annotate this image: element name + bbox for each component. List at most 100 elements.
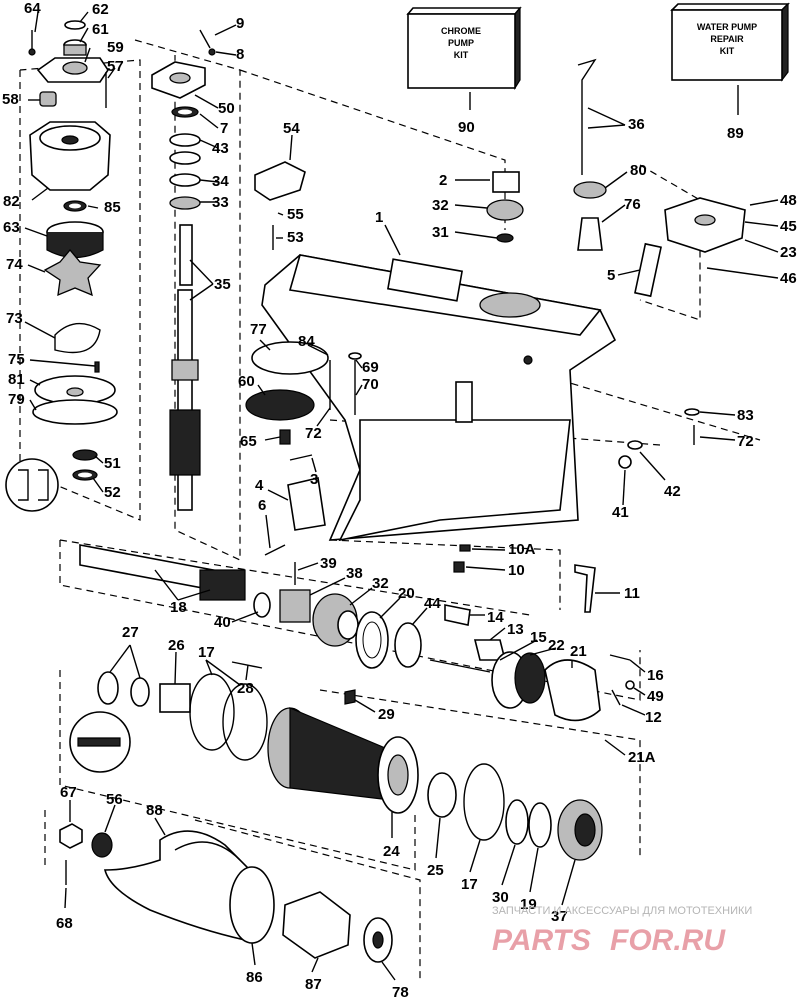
callout-20: 20 xyxy=(398,585,415,602)
callout-35: 35 xyxy=(214,276,231,293)
callout-25: 25 xyxy=(427,862,444,879)
callout-76: 76 xyxy=(624,196,641,213)
callout-34: 34 xyxy=(212,173,229,190)
watermark: ЗАПЧАСТИ И АКСЕССУАРЫ ДЛЯ МОТОТЕХНИКИ PA… xyxy=(492,905,752,957)
upper-misc-parts xyxy=(245,58,746,613)
chrome-kit-line-2: PUMP xyxy=(448,38,474,48)
watermark-brand-parts: PARTS xyxy=(492,924,591,957)
callout-82: 82 xyxy=(3,193,20,210)
callout-68: 68 xyxy=(56,915,73,932)
callout-9: 9 xyxy=(236,15,244,32)
callout-38: 38 xyxy=(346,565,363,582)
watermark-brand-for: FOR.RU xyxy=(610,924,726,957)
callout-31: 31 xyxy=(432,224,449,241)
callout-52: 52 xyxy=(104,484,121,501)
callout-55: 55 xyxy=(287,206,304,223)
callout-60: 60 xyxy=(238,373,255,390)
callout-69: 69 xyxy=(362,359,379,376)
leader-lines xyxy=(24,11,779,981)
callout-10a: 10A xyxy=(508,541,536,558)
callout-14: 14 xyxy=(487,609,504,626)
chrome-kit-line-3: KIT xyxy=(454,50,469,60)
callout-49: 49 xyxy=(647,688,664,705)
callout-79: 79 xyxy=(8,391,25,408)
callout-65: 65 xyxy=(240,433,257,450)
callout-36: 36 xyxy=(628,116,645,133)
chrome-kit-line-1: CHROME xyxy=(441,26,481,36)
callout-61: 61 xyxy=(92,21,109,38)
callout-80: 80 xyxy=(630,162,647,179)
callout-21: 21 xyxy=(570,643,587,660)
callout-58: 58 xyxy=(2,91,19,108)
water-kit-line-3: KIT xyxy=(720,46,735,56)
callout-28: 28 xyxy=(237,680,254,697)
callout-13: 13 xyxy=(507,621,524,638)
callout-53: 53 xyxy=(287,229,304,246)
callout-11: 11 xyxy=(624,585,640,602)
callout-45: 45 xyxy=(780,218,797,235)
callout-75: 75 xyxy=(8,351,25,368)
callout-10: 10 xyxy=(508,562,525,579)
callout-86: 86 xyxy=(246,969,263,986)
water-pump-repair-kit-box: WATER PUMP REPAIR KIT xyxy=(670,2,790,82)
callout-40: 40 xyxy=(214,614,231,631)
driveshaft-parts xyxy=(151,29,216,511)
callout-29: 29 xyxy=(378,706,395,723)
callout-67: 67 xyxy=(60,784,77,801)
callout-77: 77 xyxy=(250,321,267,338)
callout-12: 12 xyxy=(645,709,662,726)
callout-74: 74 xyxy=(6,256,23,273)
callout-72-left: 72 xyxy=(305,425,322,442)
callout-64: 64 xyxy=(24,0,41,17)
callout-16: 16 xyxy=(647,667,664,684)
callout-41: 41 xyxy=(612,504,629,521)
callout-43: 43 xyxy=(212,140,229,157)
callout-63: 63 xyxy=(3,219,20,236)
callout-19: 19 xyxy=(520,896,537,913)
water-kit-line-2: REPAIR xyxy=(710,34,744,44)
callout-89: 89 xyxy=(727,125,744,142)
callout-17-lower: 17 xyxy=(461,876,478,893)
callout-32-lower: 32 xyxy=(372,575,389,592)
callout-7: 7 xyxy=(220,120,228,137)
watermark-tagline: ЗАПЧАСТИ И АКСЕССУАРЫ ДЛЯ МОТОТЕХНИКИ xyxy=(492,905,752,917)
callout-21a: 21A xyxy=(628,749,656,766)
callout-24: 24 xyxy=(383,843,400,860)
callout-56: 56 xyxy=(106,791,123,808)
water-pump-parts xyxy=(5,20,118,512)
callout-17-upper: 17 xyxy=(198,644,215,661)
callout-85: 85 xyxy=(104,199,121,216)
callout-27: 27 xyxy=(122,624,139,641)
callout-6: 6 xyxy=(258,497,266,514)
callout-70: 70 xyxy=(362,376,379,393)
lower-parts xyxy=(59,661,603,963)
callout-44: 44 xyxy=(424,595,441,612)
callout-18: 18 xyxy=(170,599,187,616)
gearcase-housing xyxy=(261,254,617,542)
callout-26: 26 xyxy=(168,637,185,654)
callout-54: 54 xyxy=(283,120,300,137)
callout-73: 73 xyxy=(6,310,23,327)
callout-3: 3 xyxy=(310,471,318,488)
callout-5: 5 xyxy=(607,267,615,284)
callout-4: 4 xyxy=(255,477,264,494)
callout-42: 42 xyxy=(664,483,681,500)
callout-57: 57 xyxy=(107,58,124,75)
callout-46: 46 xyxy=(780,270,797,287)
callout-90: 90 xyxy=(458,119,475,136)
callout-84: 84 xyxy=(298,333,315,350)
water-kit-line-1: WATER PUMP xyxy=(697,22,757,32)
callout-8: 8 xyxy=(236,46,244,63)
callout-32-upper: 32 xyxy=(432,197,449,214)
callout-33: 33 xyxy=(212,194,229,211)
callout-15: 15 xyxy=(530,629,547,646)
callout-72-right: 72 xyxy=(737,433,754,450)
propshaft-parts xyxy=(79,544,635,722)
callout-48: 48 xyxy=(780,192,797,209)
callout-39: 39 xyxy=(320,555,337,572)
callout-62: 62 xyxy=(92,1,109,18)
callout-78: 78 xyxy=(392,984,409,998)
callout-37: 37 xyxy=(551,908,568,925)
